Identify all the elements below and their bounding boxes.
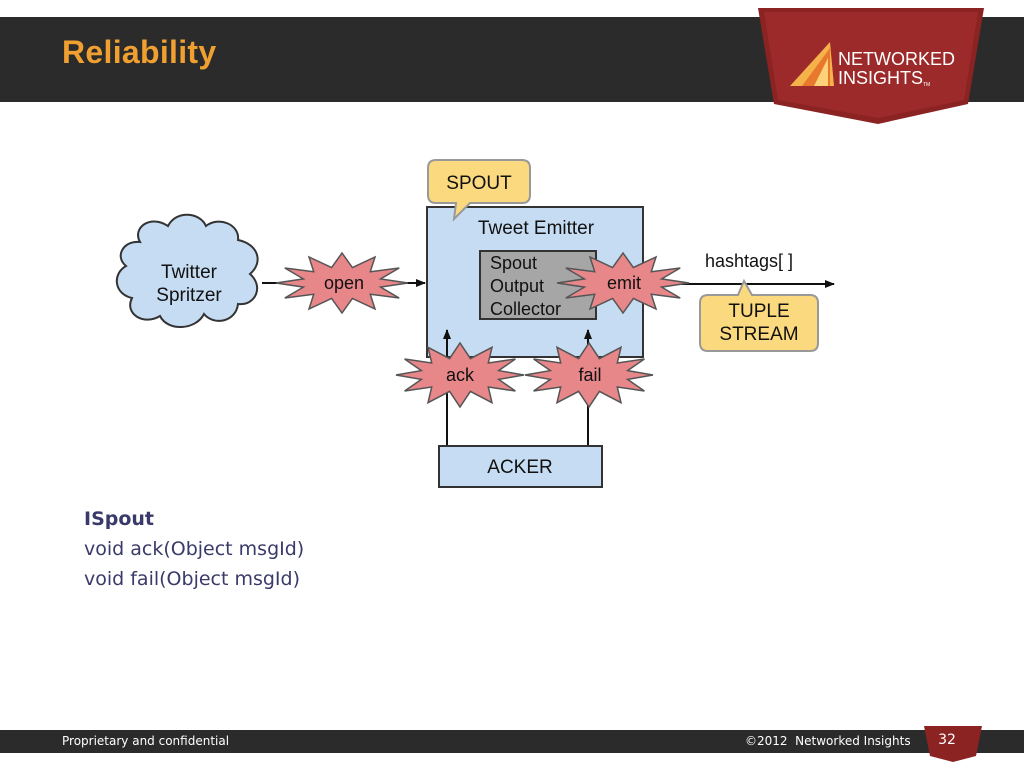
tuple-stream-callout: TUPLE STREAM	[699, 278, 819, 352]
tweet-emitter-title: Tweet Emitter	[478, 218, 595, 239]
logo-mark-icon	[790, 42, 834, 86]
interface-name: ISpout	[84, 508, 155, 530]
tuple-stream-line2: STREAM	[719, 324, 798, 345]
logo-text-line2: INSIGHTS	[838, 68, 923, 88]
logo-tm: TM	[923, 82, 930, 88]
page-number: 32	[938, 732, 956, 748]
open-burst-label: open	[324, 273, 364, 293]
logo-shield-inner	[764, 12, 978, 118]
ispout-code-block: ISpout void ack(Object msgId) void fail(…	[84, 504, 304, 594]
spout-callout-label: SPOUT	[446, 173, 512, 194]
acker-label: ACKER	[487, 457, 552, 478]
hashtags-label: hashtags[ ]	[705, 251, 793, 271]
fail-burst: fail	[524, 341, 654, 409]
ack-burst-label: ack	[446, 365, 475, 385]
storm-spout-diagram: Twitter Spritzer Tweet Emitter Spout Out…	[116, 159, 835, 488]
fail-burst-label: fail	[578, 365, 601, 385]
tuple-stream-line1: TUPLE	[728, 301, 789, 322]
open-burst: open	[275, 251, 409, 315]
acker-box	[438, 445, 603, 488]
footer-bar	[0, 730, 1024, 753]
emit-burst-label: emit	[607, 273, 641, 293]
method-ack: void ack(Object msgId)	[84, 538, 305, 560]
networked-insights-logo: NETWORKED INSIGHTS TM	[758, 8, 984, 124]
collector-label-line3: Collector	[490, 299, 561, 319]
footer-copyright: ©2012 Networked Insights	[745, 734, 911, 748]
emit-burst: emit	[556, 251, 690, 315]
method-fail: void fail(Object msgId)	[84, 568, 301, 590]
collector-label-line2: Output	[490, 276, 544, 296]
slide-title: Reliability	[62, 34, 217, 70]
cloud-label-line2: Spritzer	[156, 285, 222, 306]
page-number-badge	[924, 726, 982, 762]
spout-callout: SPOUT	[427, 159, 531, 222]
collector-label-line1: Spout	[490, 253, 537, 273]
footer-confidential: Proprietary and confidential	[62, 734, 230, 748]
cloud-label-line1: Twitter	[161, 262, 218, 283]
logo-text-line1: NETWORKED	[838, 49, 955, 69]
ack-burst: ack	[395, 341, 525, 409]
twitter-spritzer-cloud: Twitter Spritzer	[116, 213, 259, 328]
